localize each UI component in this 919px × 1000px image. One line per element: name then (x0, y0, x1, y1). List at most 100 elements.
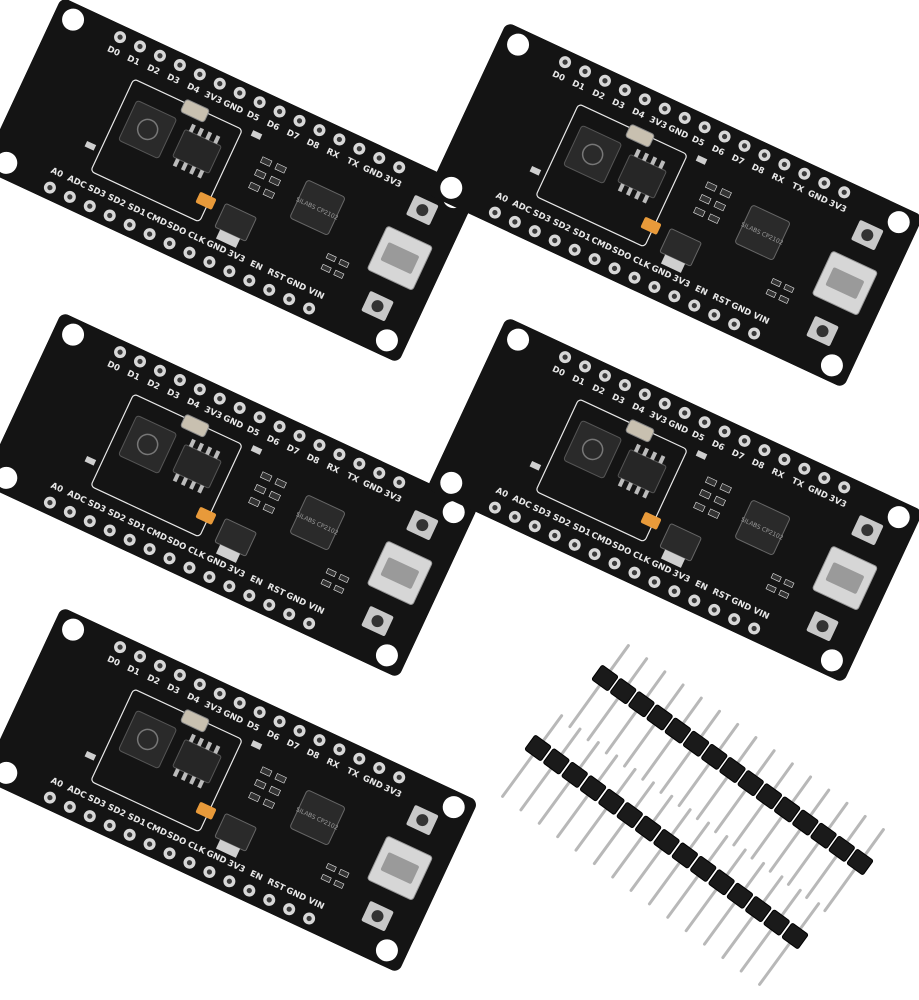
chip-lead (205, 131, 213, 141)
pin-hole (562, 354, 568, 360)
pin-hole (306, 620, 312, 627)
pin-hole (671, 588, 677, 594)
pin-hole (206, 869, 213, 875)
tantalum-capacitor (640, 217, 661, 235)
pin-hole (376, 765, 382, 771)
pin-hole (781, 456, 787, 463)
esp-logo-icon (136, 118, 159, 141)
smd-resistor (778, 589, 790, 599)
pin-label: D6 (265, 729, 281, 744)
pin-hole (642, 391, 648, 397)
chip-lead (180, 772, 188, 781)
smd-resistor (704, 181, 718, 192)
pin-hole (226, 583, 232, 589)
pin-hole (396, 479, 402, 485)
header-pin (501, 714, 564, 798)
pin-label: D6 (710, 144, 726, 159)
chip-lead (172, 158, 180, 168)
header-pin (684, 848, 747, 933)
pin-hole (492, 210, 498, 216)
pin-label: A0 (494, 191, 510, 205)
smd-resistor (268, 490, 281, 502)
chip-lead (188, 123, 196, 133)
usb-uart-chip (290, 790, 345, 846)
header-pin (647, 821, 710, 906)
mounting-hole (62, 8, 85, 31)
reset-button (416, 814, 429, 827)
flash-chip (172, 129, 222, 174)
pin-hole (662, 106, 668, 112)
header-pin (659, 709, 721, 794)
smd-resistor (704, 476, 718, 487)
smd-resistor (259, 471, 273, 482)
smd-resistor (770, 572, 782, 583)
pin-hole (336, 136, 342, 143)
pin-hole (67, 194, 73, 200)
header-block (616, 802, 643, 829)
micro-usb-port (380, 557, 419, 589)
header-block (610, 678, 637, 705)
pin-label: D8 (305, 137, 321, 152)
pin-hole (296, 118, 303, 124)
chip-lead (642, 447, 650, 457)
pin-hole (552, 237, 558, 244)
pin-hole (137, 43, 143, 50)
pin-label: D1 (125, 369, 141, 384)
chip-lead (197, 442, 205, 452)
header-pin (714, 749, 776, 834)
pin-hole (286, 296, 292, 302)
header-pin (823, 828, 885, 913)
header-pin (805, 814, 867, 900)
pin-header-strip-1 (568, 644, 885, 913)
smd-resistor (320, 873, 332, 883)
smd-resistor (338, 868, 350, 879)
pin-label: D5 (690, 134, 706, 149)
pin-hole (512, 514, 518, 520)
pin-hole (592, 256, 598, 262)
smd-resistor (338, 258, 350, 269)
smd-resistor (699, 489, 712, 500)
pin-hole (611, 560, 618, 566)
smd-resistor (713, 200, 726, 212)
pin-label: A0 (494, 486, 510, 500)
smd-resistor (333, 269, 345, 279)
smd-resistor (333, 584, 345, 594)
smd-capacitor (695, 155, 708, 165)
pin-hole (296, 433, 303, 439)
usb-uart-chip (290, 180, 345, 236)
pin-hole (237, 90, 243, 96)
pin-label: RX (325, 147, 342, 162)
pin-label: D4 (630, 107, 646, 122)
esp-logo-icon (581, 438, 604, 461)
flash-chip (172, 739, 222, 784)
pin-label: D4 (630, 402, 646, 417)
pin-hole (197, 681, 203, 687)
pin-label: EN (693, 579, 709, 594)
pin-hole (731, 321, 737, 327)
pin-label: TX (790, 181, 806, 195)
header-pin (703, 861, 766, 946)
smd-resistor (699, 194, 712, 205)
reset-button (861, 524, 874, 537)
reset-button (416, 204, 429, 217)
smd-resistor (778, 294, 790, 304)
header-pin (537, 741, 600, 825)
pin-hole (147, 546, 153, 552)
pin-label: D3 (610, 392, 626, 407)
pin-hole (532, 228, 538, 234)
pin-hole (622, 87, 628, 93)
mounting-hole (0, 761, 18, 784)
usb-uart-chip (290, 495, 345, 551)
pin-label: D7 (285, 128, 301, 143)
pin-label: D0 (105, 654, 121, 669)
mounting-hole (442, 796, 465, 819)
pin-hole (276, 423, 283, 430)
pin-hole (177, 62, 183, 68)
pin-header-strip-2 (501, 714, 821, 986)
smd-resistor (259, 766, 273, 777)
esp-chip (563, 125, 622, 184)
pin-hole (651, 284, 658, 290)
pin-hole (257, 414, 263, 420)
chip-lead (197, 127, 205, 137)
pin-hole (336, 451, 342, 458)
